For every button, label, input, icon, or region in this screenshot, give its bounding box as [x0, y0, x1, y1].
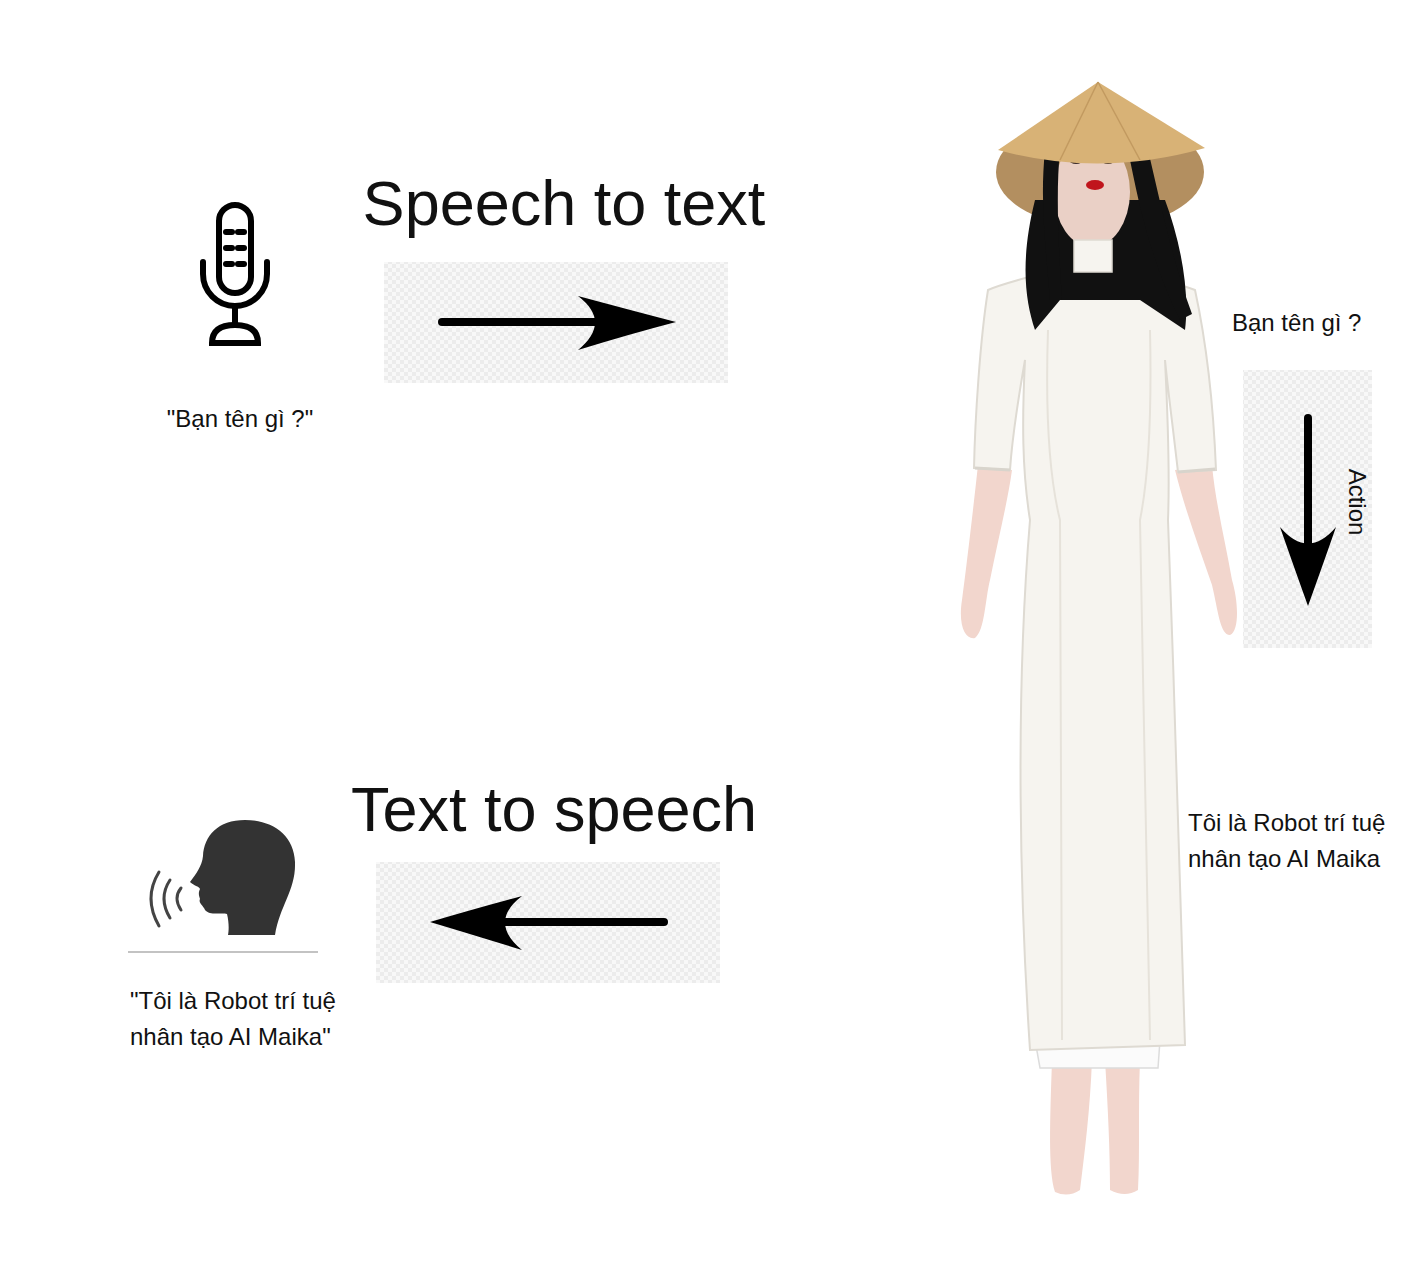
spoken-text: "Tôi là Robot trí tuệ nhân tạo AI Maika"	[130, 983, 370, 1055]
robot-input: Bạn tên gì ?	[1232, 305, 1410, 341]
down-arrow	[1280, 418, 1336, 606]
microphone-icon	[203, 205, 267, 343]
speaking-head-icon	[128, 820, 318, 952]
right-arrow	[442, 296, 676, 350]
step-title: Speech to text	[290, 166, 838, 242]
arrow-panel	[384, 262, 728, 383]
left-arrow	[430, 896, 664, 950]
robot-reply: Tôi là Robot trí tuệ nhân tạo AI Maika	[1188, 805, 1412, 877]
robot-mannequin	[961, 82, 1237, 1195]
spoken-text: "Bạn tên gì ?"	[100, 401, 380, 437]
arrow-panel	[376, 862, 720, 983]
step-title: Text to speech	[284, 772, 824, 848]
action-label: Action	[1339, 452, 1375, 552]
